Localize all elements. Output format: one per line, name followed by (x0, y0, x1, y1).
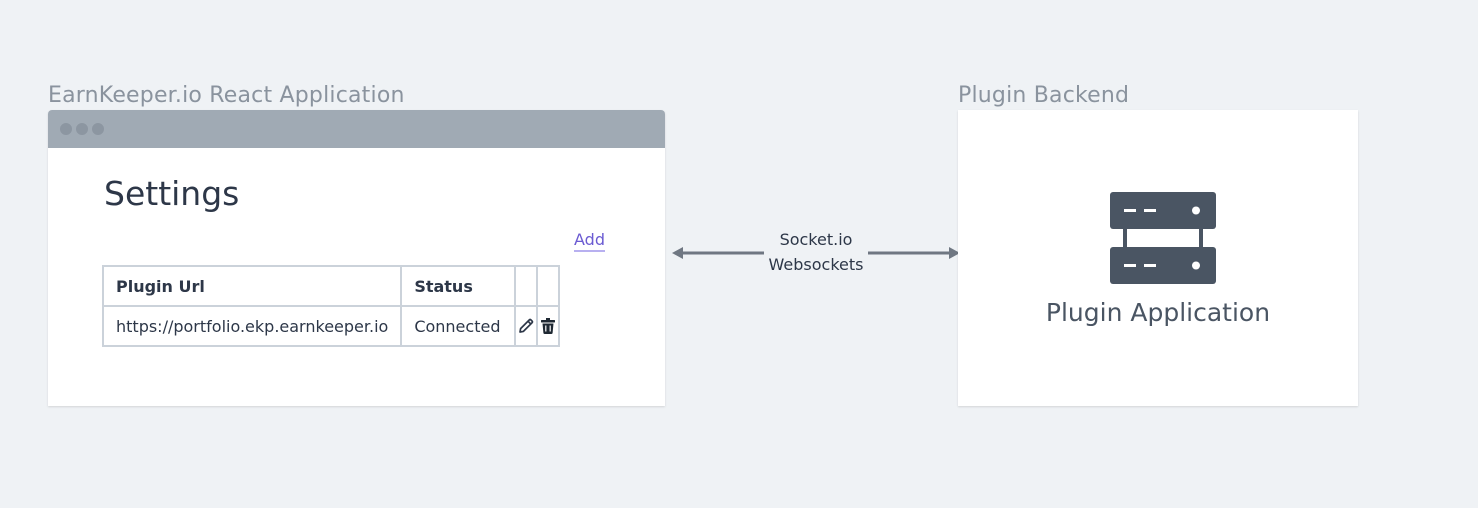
browser-window: Settings Add Plugin Url Status https://p… (48, 110, 665, 406)
connection-label-websockets: Websockets (768, 255, 864, 274)
table-header-row: Plugin Url Status (101, 265, 561, 307)
column-header-plugin-url: Plugin Url (101, 265, 403, 307)
edit-cell[interactable] (514, 305, 539, 347)
connection-label-socketio: Socket.io (779, 230, 853, 249)
trash-icon[interactable] (540, 317, 556, 335)
window-dot-icon (60, 123, 72, 135)
backend-section-title: Plugin Backend (958, 83, 1130, 108)
delete-cell[interactable] (536, 305, 561, 347)
pencil-icon[interactable] (517, 317, 535, 335)
page-title: Settings (104, 174, 240, 213)
frontend-section-title: EarnKeeper.io React Application (48, 83, 405, 108)
bidirectional-arrow-icon (672, 247, 960, 259)
server-icon (1110, 192, 1216, 284)
connection: Socket.io Websockets (672, 228, 960, 278)
plugin-url-cell: https://portfolio.ekp.earnkeeper.io (101, 305, 403, 347)
column-header-status: Status (400, 265, 517, 307)
table-row: https://portfolio.ekp.earnkeeper.io Conn… (101, 305, 561, 347)
backend-box: Plugin Application (958, 110, 1358, 406)
add-plugin-link[interactable]: Add (574, 230, 605, 252)
window-dot-icon (76, 123, 88, 135)
column-header-delete (536, 265, 561, 307)
column-header-edit (514, 265, 539, 307)
plugin-application-label: Plugin Application (1045, 298, 1271, 327)
browser-title-bar (48, 110, 665, 148)
plugin-status-cell: Connected (400, 305, 517, 347)
plugins-table: Plugin Url Status https://portfolio.ekp.… (101, 265, 561, 347)
window-dot-icon (92, 123, 104, 135)
